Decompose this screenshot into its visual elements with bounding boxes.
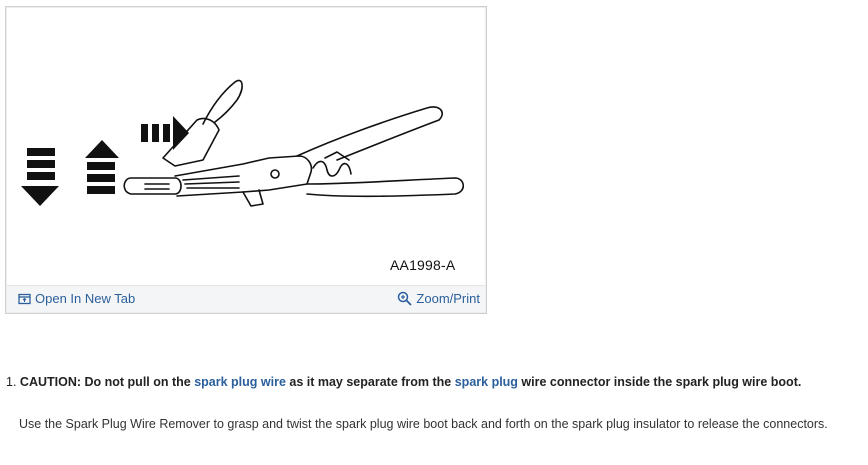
caution-text-2: as it may separate from the [285,375,455,389]
spark-plug-wire-remover-illustration [7,8,485,288]
instruction-paragraph: Use the Spark Plug Wire Remover to grasp… [19,417,828,431]
step-number: 1. [6,375,17,389]
tool-drawing [21,79,465,207]
caution-text-3: wire connector inside the spark plug wir… [517,375,802,389]
zoom-print-link[interactable]: Zoom/Print [397,291,480,306]
figure-toolbar: Open In New Tab Zoom/Print [7,285,485,312]
zoom-print-label: Zoom/Print [416,291,480,306]
figure-code: AA1998-A [390,257,456,273]
caution-label: CAUTION: [19,375,82,389]
caution-text-1: Do not pull on the [81,375,195,389]
open-new-tab-icon [18,293,31,304]
figure-card: AA1998-A Open In New Tab Zoom/Print [5,6,487,314]
open-in-new-tab-label: Open In New Tab [35,291,136,306]
spark-plug-link[interactable]: spark plug [454,375,518,389]
spark-plug-wire-link[interactable]: spark plug wire [194,375,286,389]
step-1: 1. CAUTION: Do not pull on the spark plu… [6,374,864,390]
open-in-new-tab-link[interactable]: Open In New Tab [18,291,135,306]
magnifier-icon [398,291,413,306]
